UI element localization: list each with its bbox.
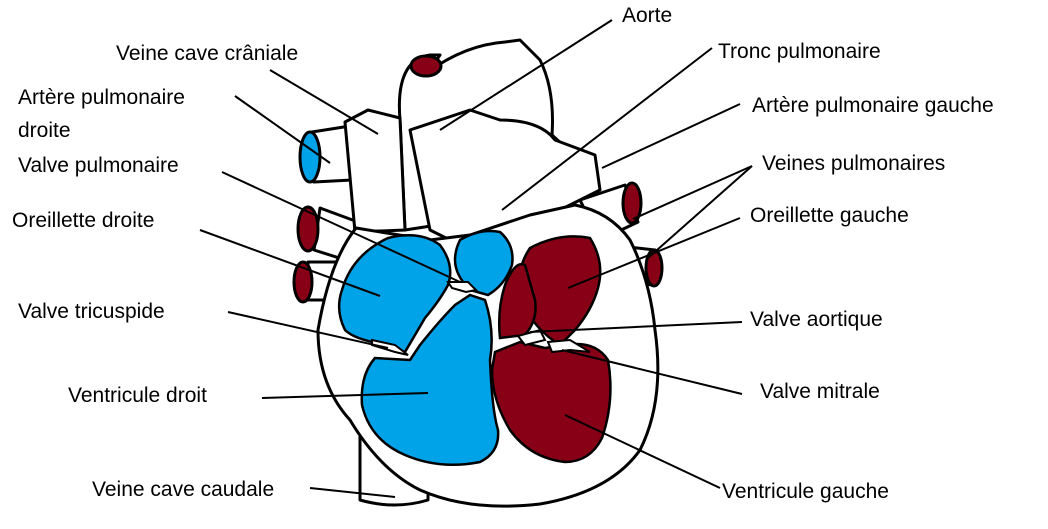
- label-oreillette-gauche: Oreillette gauche: [750, 204, 909, 227]
- leader-veines-pulmonaires-1: [633, 166, 752, 219]
- label-veine-cave-caudale: Veine cave caudale: [92, 478, 274, 501]
- leader-veine-cave-craniale: [270, 70, 378, 134]
- label-valve-mitrale: Valve mitrale: [760, 380, 880, 403]
- label-artere-pulmonaire-droite-2: droite: [18, 119, 71, 142]
- label-ventricule-droit: Ventricule droit: [68, 384, 207, 407]
- label-artere-pulmonaire-gauche: Artère pulmonaire gauche: [752, 94, 994, 117]
- right-pulmonary-artery-opening: [300, 132, 320, 182]
- label-artere-pulmonaire-droite-1: Artère pulmonaire: [18, 86, 185, 109]
- label-veines-pulmonaires: Veines pulmonaires: [762, 152, 945, 175]
- label-veine-cave-craniale: Veine cave crâniale: [116, 42, 298, 65]
- label-valve-aortique: Valve aortique: [750, 308, 883, 331]
- upper-pulmonary-vein-right-opening: [298, 207, 318, 251]
- label-valve-tricuspide: Valve tricuspide: [18, 300, 165, 323]
- label-aorte: Aorte: [622, 4, 672, 27]
- label-ventricule-gauche: Ventricule gauche: [722, 480, 889, 503]
- aorta-branch-opening: [411, 56, 441, 76]
- leader-artere-pulmonaire-droite: [235, 96, 330, 163]
- leader-artere-pulmonaire-gauche: [602, 104, 740, 168]
- label-tronc-pulmonaire: Tronc pulmonaire: [718, 40, 881, 63]
- label-oreillette-droite: Oreillette droite: [12, 209, 154, 232]
- superior-vena-cava: [345, 110, 405, 232]
- leader-veines-pulmonaires-2: [648, 166, 752, 258]
- label-valve-pulmonaire: Valve pulmonaire: [18, 154, 179, 177]
